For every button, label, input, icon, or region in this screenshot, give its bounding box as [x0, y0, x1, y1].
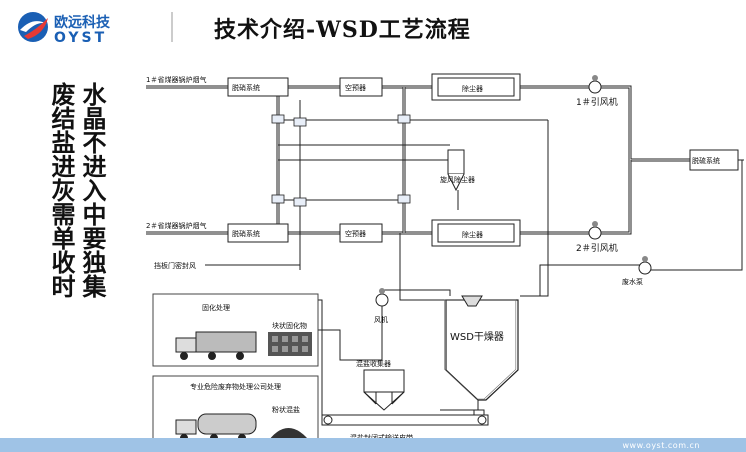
conveyor-belt [321, 414, 489, 426]
fan2-label: 2＃引风机 [576, 242, 618, 254]
dust-collector-label-1: 除尘器 [462, 84, 483, 93]
dryer-label: WSD干燥器 [450, 331, 504, 343]
desulfurization-label: 脱硫系统 [692, 156, 720, 165]
company-logo: 欧远科技 OYST [14, 8, 164, 46]
footer-url: www.oyst.com.cn [622, 441, 700, 450]
side-text-column-2: 废结盐进灰需单收时 [47, 82, 76, 298]
blower-icon [375, 293, 389, 307]
denitration-box-1 [227, 77, 289, 97]
blower-label: 风机 [374, 315, 388, 324]
salt-collector-box [363, 369, 405, 393]
denitration-label-1: 脱硝系统 [232, 83, 260, 92]
cyclone-label: 旋风除尘器 [440, 175, 475, 184]
dump-truck-icon [175, 331, 257, 360]
inlet1-label: 1＃省煤器锅炉烟气 [146, 75, 206, 84]
denitration-box-2 [227, 223, 289, 243]
air-preheater-label-2: 空预器 [345, 229, 366, 238]
air-preheater-box-1 [339, 77, 383, 97]
fan1-label: 1＃引风机 [576, 96, 618, 108]
pump-icon [638, 261, 652, 275]
logo-globe-icon [18, 12, 48, 42]
desulfurization-box [689, 149, 739, 171]
logo-cn-text: 欧远科技 [54, 14, 111, 31]
denitration-label-2: 脱硝系统 [232, 229, 260, 238]
logo-en-text: OYST [54, 30, 107, 46]
dust-collector-label-2: 除尘器 [462, 230, 483, 239]
conveyor-label: 混盐封闭式输送皮带 [350, 433, 413, 442]
fan1-icon [588, 80, 602, 94]
bypass-label: 挡板门密封风 [154, 261, 196, 270]
fan2-icon [588, 226, 602, 240]
side-text-column-1: 水晶不进入中要独集 [78, 82, 107, 298]
solidify-label: 固化处理 [202, 303, 230, 312]
air-preheater-label-1: 空预器 [345, 83, 366, 92]
powder-salt-label: 粉状混盐 [272, 405, 300, 414]
footer-bar [0, 438, 746, 452]
solid-block-image [268, 332, 312, 356]
air-preheater-box-2 [339, 223, 383, 243]
inlet2-label: 2＃省煤器锅炉烟气 [146, 221, 206, 230]
salt-collector-label: 混盐收集器 [356, 359, 391, 368]
solid-block-label: 块状固化物 [272, 321, 307, 330]
wsd-dryer-vessel [445, 299, 519, 401]
cyclone-body [447, 149, 465, 175]
pump-label: 废水泵 [622, 277, 643, 286]
hazard-company-label: 专业危险废弃物处理公司处理 [190, 382, 281, 391]
page-title: 技术介绍-WSD工艺流程 [214, 17, 471, 43]
